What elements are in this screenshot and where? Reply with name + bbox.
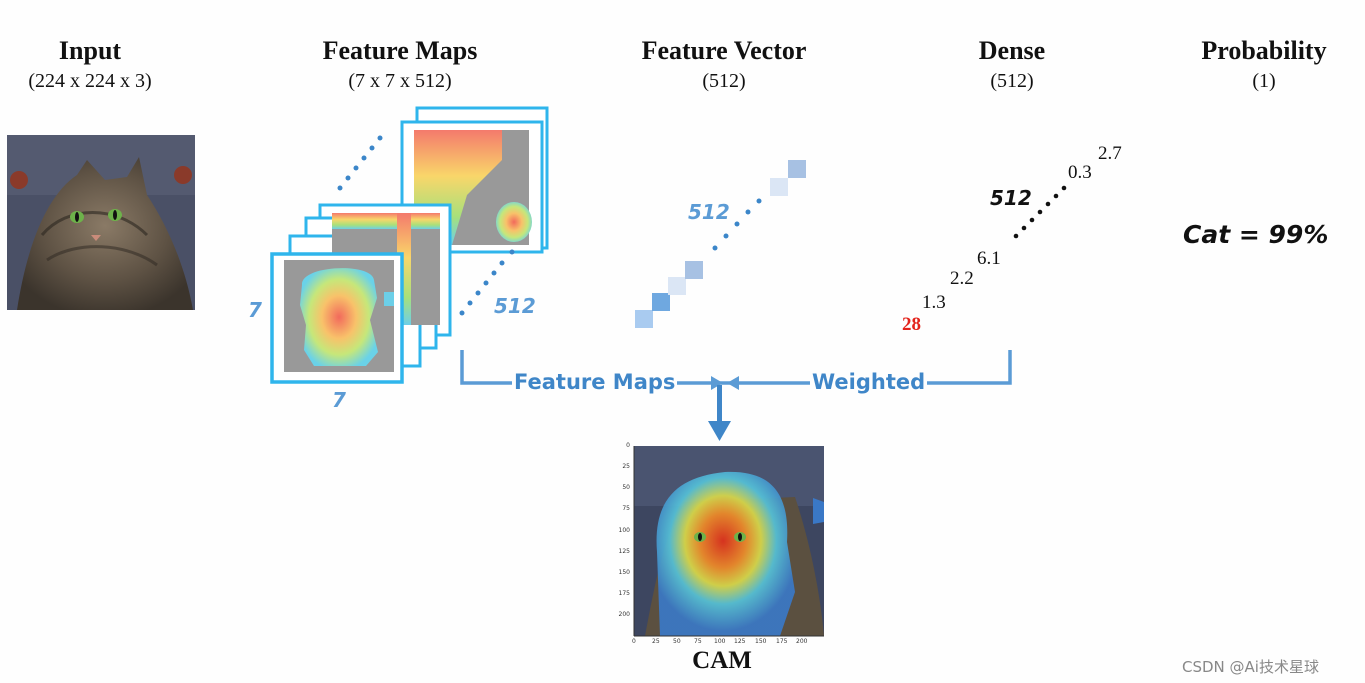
dense-value-6: 2.7 — [1098, 143, 1122, 164]
cam-x-tick: 50 — [673, 638, 681, 645]
probability-subtitle: (1) — [1252, 70, 1276, 92]
probability-title: Probability — [1201, 36, 1327, 65]
feature-maps-depth-label: 512 — [494, 294, 536, 318]
cam-y-tick: 0 — [626, 442, 630, 449]
dense-dots — [1013, 185, 1067, 239]
feature-maps-title: Feature Maps — [322, 36, 478, 65]
cam-y-tick: 100 — [618, 527, 630, 534]
dense-count-label: 512 — [990, 186, 1032, 210]
vector-cell — [652, 293, 670, 311]
feature-maps-subtitle: (7 x 7 x 512) — [348, 70, 452, 92]
flow-bracket — [460, 350, 1012, 441]
cam-x-tick: 200 — [796, 638, 808, 645]
vector-cell — [770, 178, 788, 196]
flow-label-feature-maps: Feature Maps — [512, 370, 678, 394]
cam-y-axis: 0 25 50 75 100 125 150 175 200 — [612, 441, 632, 641]
input-cat-image — [7, 135, 195, 310]
cam-title: CAM — [692, 647, 752, 674]
stack-dots-lower — [459, 249, 515, 316]
feature-vector-subtitle: (512) — [702, 70, 746, 92]
arrow-down-icon — [708, 421, 731, 441]
cam-y-tick: 25 — [622, 463, 630, 470]
dense-value-4: 6.1 — [977, 248, 1001, 269]
feature-vector-title: Feature Vector — [641, 36, 807, 65]
flow-label-weighted: Weighted — [810, 370, 928, 394]
cam-x-tick: 175 — [776, 638, 788, 645]
cam-y-tick: 175 — [618, 590, 630, 597]
cam-x-tick: 125 — [734, 638, 746, 645]
dense-value-3: 2.2 — [950, 268, 974, 289]
cam-x-tick: 100 — [714, 638, 726, 645]
arrow-right-icon — [711, 376, 723, 390]
dense-subtitle: (512) — [990, 70, 1034, 92]
dense-value-5: 0.3 — [1068, 162, 1092, 183]
dense-value-1: 28 — [902, 314, 921, 335]
cam-y-tick: 75 — [622, 505, 630, 512]
arrow-left-icon — [727, 376, 739, 390]
cam-x-tick: 75 — [694, 638, 702, 645]
cam-y-tick: 150 — [618, 569, 630, 576]
vector-dots — [712, 198, 762, 251]
dense-title: Dense — [978, 36, 1046, 65]
cam-x-axis: 0 25 50 75 100 125 150 175 200 — [630, 638, 830, 648]
feature-vector-diagram — [635, 160, 806, 328]
cam-y-tick: 125 — [618, 548, 630, 555]
cam-heatmap — [633, 446, 824, 637]
feature-map-stack — [270, 106, 549, 384]
feature-map-front — [270, 252, 404, 384]
vector-cell — [635, 310, 653, 328]
stack-dots-upper — [337, 135, 383, 191]
vector-cell — [685, 261, 703, 279]
cam-x-tick: 0 — [632, 638, 636, 645]
dense-value-2: 1.3 — [922, 292, 946, 313]
vector-cell — [788, 160, 806, 178]
vector-cell — [668, 277, 686, 295]
cam-x-tick: 25 — [652, 638, 660, 645]
cam-x-tick: 150 — [755, 638, 767, 645]
input-subtitle: (224 x 224 x 3) — [28, 70, 152, 92]
watermark: CSDN @Ai技术星球 — [1182, 658, 1319, 676]
cam-y-tick: 200 — [618, 611, 630, 618]
feature-maps-height-label: 7 — [248, 298, 262, 322]
feature-maps-width-label: 7 — [332, 388, 346, 412]
probability-output: Cat = 99% — [1183, 220, 1329, 249]
feature-vector-length-label: 512 — [688, 200, 730, 224]
input-title: Input — [58, 36, 122, 65]
cam-y-tick: 50 — [622, 484, 630, 491]
